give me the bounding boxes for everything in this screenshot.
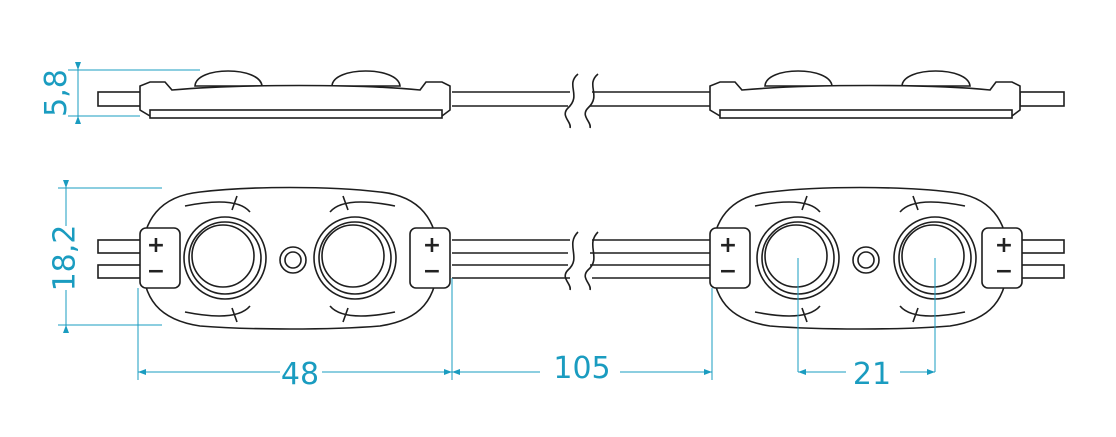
dimension-label-height-top: 18,2 (48, 225, 83, 292)
minus-sign: − (147, 259, 165, 284)
side-wire-left (97, 91, 144, 107)
terminal-left-2 (709, 227, 751, 289)
side-lens-2 (331, 70, 401, 87)
led-module-left: + − + − (139, 186, 451, 330)
break-left (564, 231, 579, 291)
side-lens-3 (764, 70, 833, 87)
wire-left-top (97, 239, 144, 254)
module-body-ribs (231, 195, 349, 323)
wire-left-bottom (97, 264, 144, 279)
dimension-label-module-length: 48 (281, 357, 319, 392)
minus-sign: − (423, 259, 441, 284)
top-view: + − + − + − + − (48, 180, 1065, 392)
minus-sign: − (995, 259, 1013, 284)
dimension-height-top: 18,2 (48, 180, 162, 333)
dimension-height-side: 5,8 (39, 62, 200, 124)
plus-sign: + (423, 233, 441, 258)
wire-right-top (1019, 239, 1065, 254)
dimension-lens-pitch: 21 (798, 357, 935, 392)
mounting-hole (279, 246, 307, 274)
break-right (584, 231, 599, 291)
wire-right-bottom (1019, 264, 1065, 279)
side-base-plate (149, 109, 443, 119)
plus-sign: + (147, 233, 165, 258)
side-body (139, 81, 451, 117)
module-body-ribs-2 (801, 195, 919, 323)
lens-centerlines (797, 258, 936, 372)
side-view: 5,8 (39, 62, 1065, 129)
side-wire-middle-left (452, 91, 570, 107)
mounting-hole-2 (852, 246, 880, 274)
module-body-contours-2 (754, 201, 966, 317)
side-wire-middle-right (590, 91, 712, 107)
dimension-label-lens-pitch: 21 (853, 357, 891, 392)
module-body-contours (184, 201, 396, 317)
plus-sign: + (719, 233, 737, 258)
side-body-2 (709, 81, 1021, 117)
side-lens-4 (901, 70, 971, 87)
led-lens-2 (313, 216, 397, 300)
side-wire-right (1019, 91, 1065, 107)
side-break-left (564, 73, 579, 129)
dimension-label-height-side: 5,8 (39, 69, 74, 117)
wire-middle-left (452, 239, 570, 279)
terminal-left (139, 227, 181, 289)
led-module-right: + − + − (709, 186, 1023, 372)
wire-middle-right (590, 239, 712, 279)
minus-sign: − (719, 259, 737, 284)
side-break-right (584, 73, 599, 129)
side-module-right (709, 70, 1021, 119)
plus-sign: + (995, 233, 1013, 258)
terminal-right-2 (981, 227, 1023, 289)
dimension-length: 48 105 (137, 278, 713, 392)
side-base-plate-2 (719, 109, 1013, 119)
side-module-left (139, 70, 451, 119)
led-lens-1 (183, 216, 267, 300)
side-lens-1 (194, 70, 263, 87)
terminal-right (409, 227, 451, 289)
dimension-label-spacing: 105 (553, 351, 610, 386)
